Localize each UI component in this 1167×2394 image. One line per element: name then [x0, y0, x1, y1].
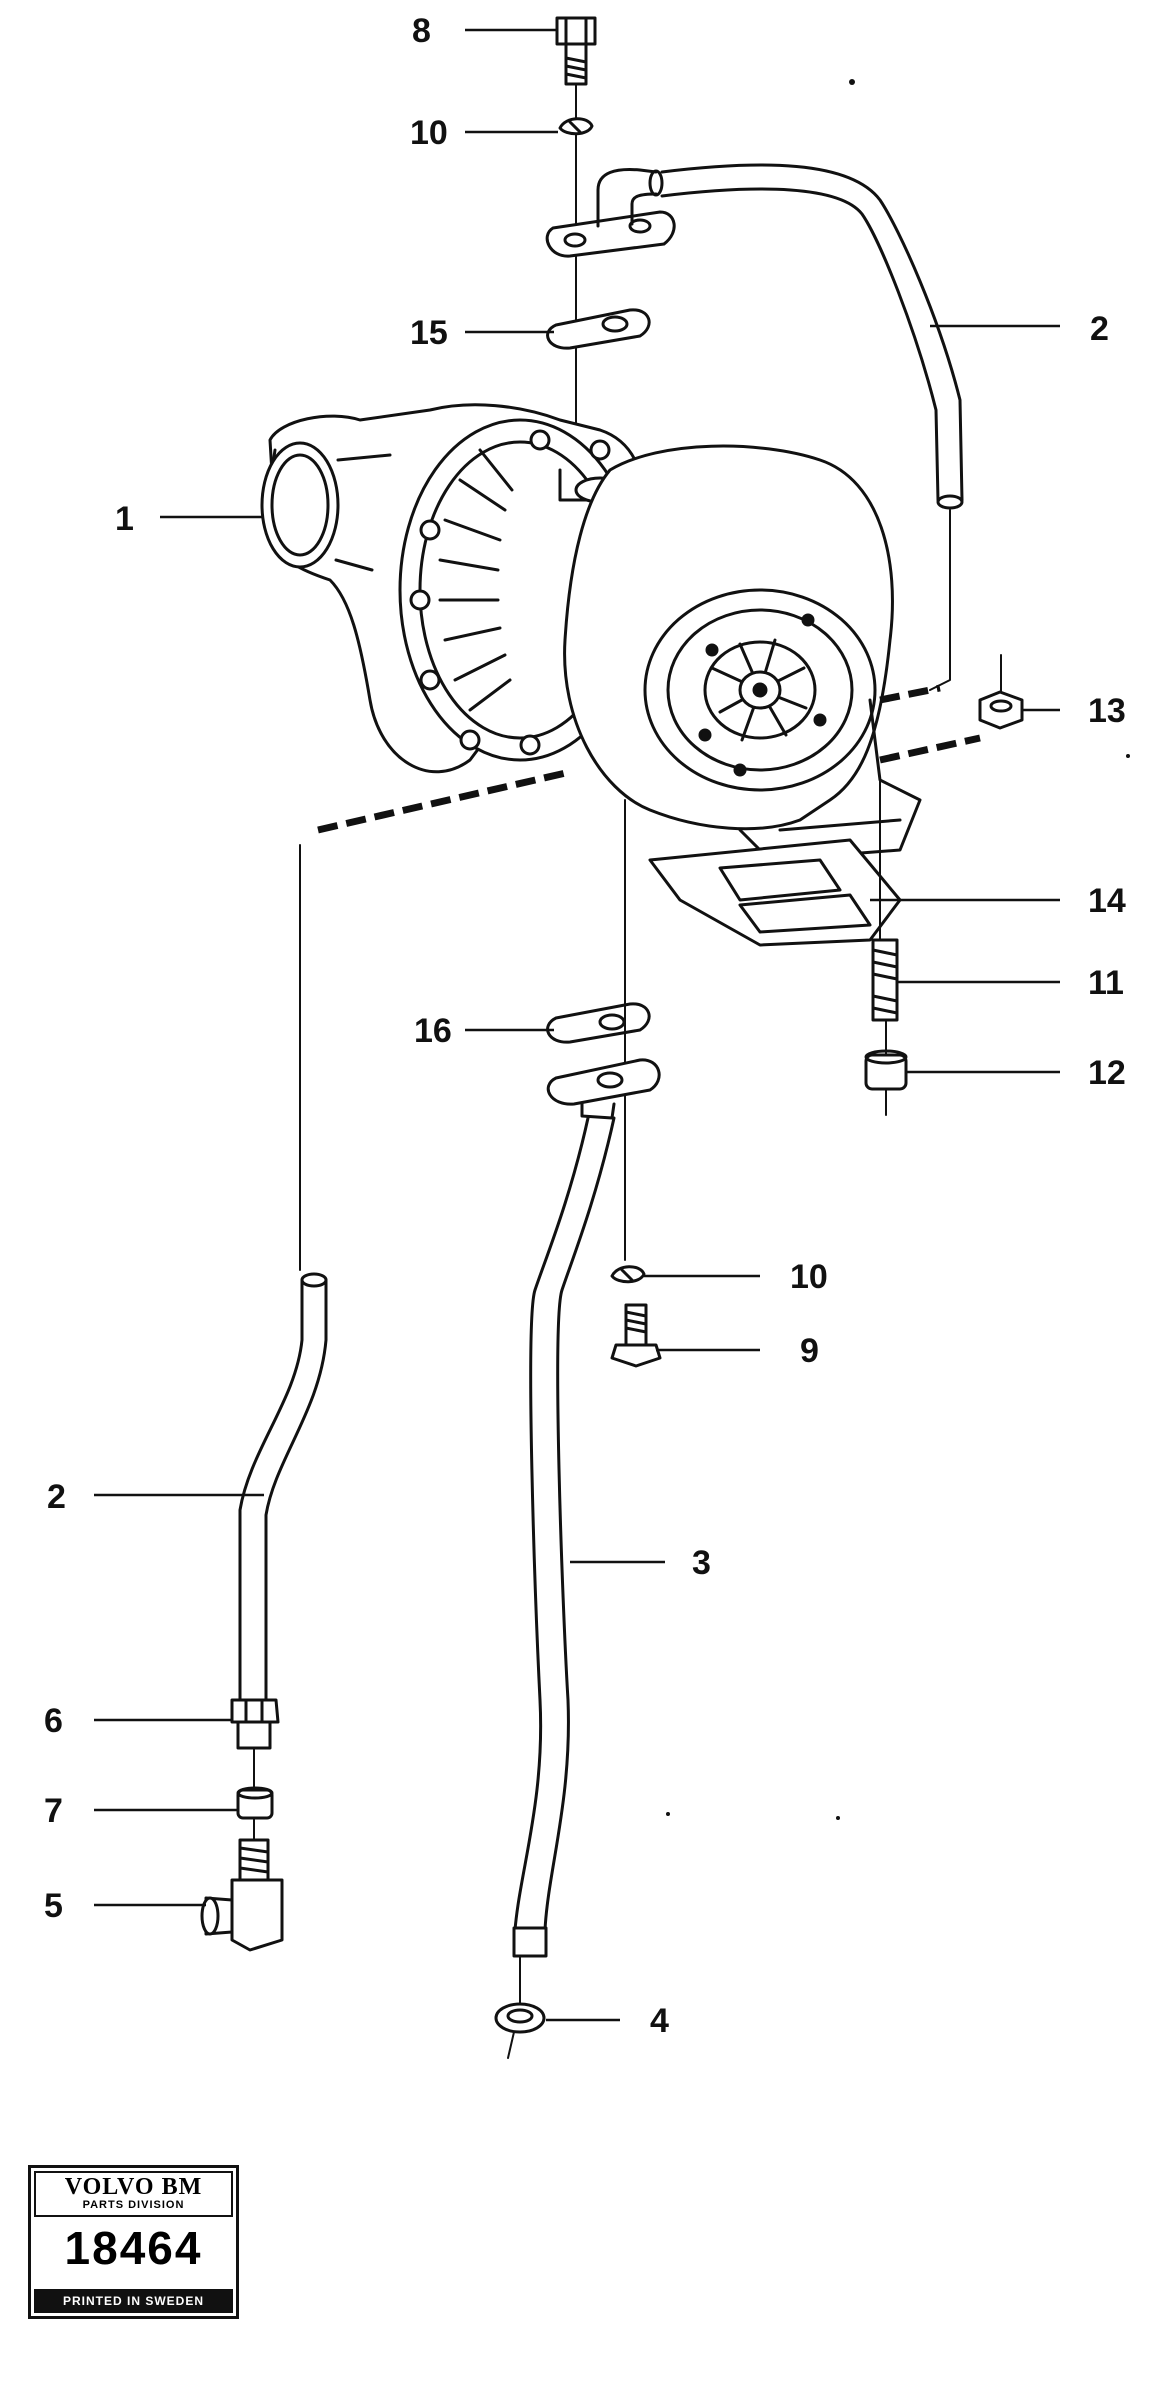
- part-11-stud: [871, 938, 899, 1022]
- part-9-flange-bolt: [610, 1303, 662, 1368]
- callout-10-lower: 10: [790, 1258, 828, 1296]
- callout-8: 8: [412, 12, 431, 50]
- callout-labels: 8 10 15 2 1 13 14 11 12 16 10 9 2 3 6 7 …: [44, 12, 1126, 2040]
- callout-4: 4: [650, 2002, 669, 2040]
- volvo-bm-parts-stamp: VOLVO BM PARTS DIVISION 18464 PRINTED IN…: [28, 2165, 239, 2319]
- part-2-oil-feed-pipe-lower: [238, 844, 328, 1702]
- callout-5: 5: [44, 1887, 63, 1925]
- part-8-bolt: [555, 16, 597, 86]
- callout-11: 11: [1088, 964, 1124, 1002]
- pipe-route-dashed-line: [317, 684, 981, 834]
- part-10-lock-washer-top: [558, 117, 594, 136]
- callout-14: 14: [1088, 882, 1126, 920]
- stamp-header: VOLVO BM PARTS DIVISION: [34, 2171, 233, 2217]
- leader-lines: [94, 28, 1060, 2022]
- callout-13: 13: [1088, 692, 1126, 730]
- part-7-sleeve: [236, 1786, 274, 1841]
- part-14-exhaust-gasket: [648, 779, 902, 961]
- print-specks: [666, 79, 1130, 1820]
- callout-7: 7: [44, 1792, 63, 1830]
- callout-16: 16: [414, 1012, 452, 1050]
- callout-3: 3: [692, 1544, 711, 1582]
- stamp-division: PARTS DIVISION: [82, 2199, 185, 2211]
- part-5-elbow-fitting: [200, 1838, 284, 1952]
- stamp-footer: PRINTED IN SWEDEN: [34, 2289, 233, 2313]
- part-1-turbocharger: [260, 403, 922, 862]
- part-6-union-nut: [230, 1698, 280, 1791]
- callout-6: 6: [44, 1702, 63, 1740]
- part-13-nut: [978, 654, 1024, 730]
- callout-12: 12: [1088, 1054, 1126, 1092]
- part-4-washer: [494, 1955, 546, 2059]
- part-16-gasket-lower: [546, 1002, 651, 1044]
- stamp-brand: VOLVO BM: [64, 2174, 203, 2200]
- callout-15: 15: [410, 314, 448, 352]
- part-10-lock-washer-lower: [610, 1265, 646, 1284]
- stamp-illustration-number: 18464: [64, 2222, 203, 2274]
- callout-2-upper: 2: [1090, 310, 1109, 348]
- callout-9: 9: [800, 1332, 819, 1370]
- part-2-oil-feed-pipe-upper: [545, 163, 964, 691]
- callout-1: 1: [115, 500, 134, 538]
- callout-10-top: 10: [410, 114, 448, 152]
- part-12-sleeve-nut: [864, 1019, 908, 1116]
- part-3-oil-drain-pipe: [512, 1058, 661, 1958]
- callout-2-lower: 2: [47, 1478, 66, 1516]
- part-15-gasket-upper: [546, 308, 651, 350]
